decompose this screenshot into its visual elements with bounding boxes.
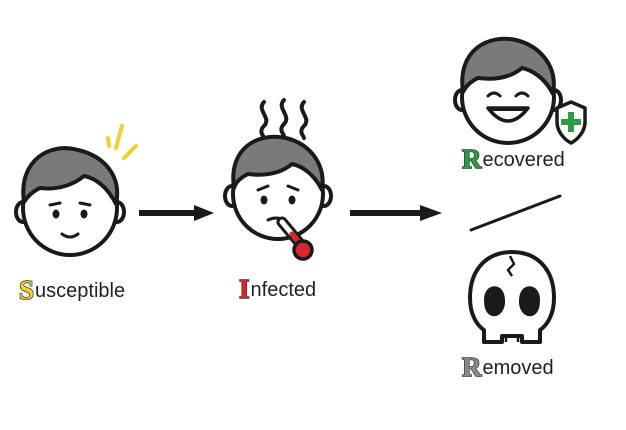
label-recovered-text: ecovered xyxy=(482,148,565,171)
shield-plus-icon xyxy=(555,100,587,145)
arrow-infected-to-outcome xyxy=(350,205,442,221)
initial-s: S xyxy=(18,275,35,305)
outcome-divider xyxy=(469,194,562,232)
initial-i: I xyxy=(238,274,250,304)
happy-face-icon xyxy=(453,36,563,145)
skull-icon xyxy=(468,250,556,344)
heat-waves-icon xyxy=(259,98,309,140)
label-susceptible-text: usceptible xyxy=(35,279,126,302)
label-removed-text: emoved xyxy=(482,356,554,379)
alert-face-icon xyxy=(14,146,126,257)
label-susceptible: S usceptible xyxy=(18,275,126,305)
arrow-susceptible-to-infected xyxy=(139,205,214,221)
label-infected: I nfected xyxy=(238,274,317,304)
label-recovered: R ecovered xyxy=(461,144,565,174)
initial-r-removed: R xyxy=(461,352,482,382)
initial-r-recovered: R xyxy=(461,144,482,174)
thermometer-icon xyxy=(276,216,314,261)
feverish-face-icon xyxy=(223,134,333,241)
label-removed: R emoved xyxy=(461,352,554,382)
label-infected-text: nfected xyxy=(250,278,317,301)
alert-spark-icon xyxy=(106,124,138,160)
